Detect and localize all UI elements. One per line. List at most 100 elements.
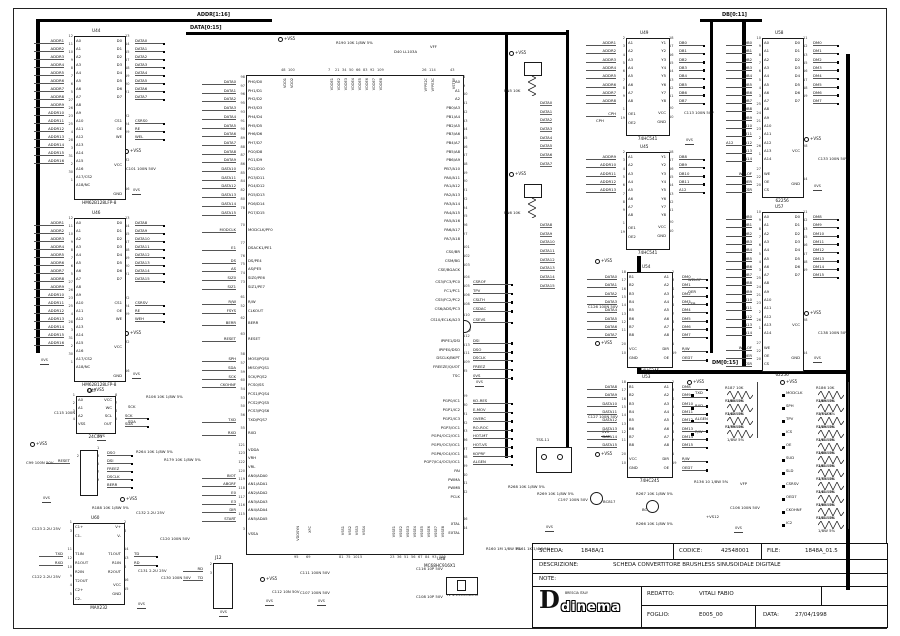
pin-signal-label: WELOF (726, 345, 752, 351)
pin-number: 14 (803, 176, 808, 181)
file-label: FILE: (767, 548, 781, 554)
pin-signal-label: A12 (726, 314, 752, 320)
pin-number: 95 (294, 555, 299, 559)
pin-number: 30 (68, 352, 73, 356)
pin-name: GND (629, 464, 638, 470)
pin-number: 16 (463, 144, 468, 149)
pin-name: PGP1/IC2 (442, 407, 460, 413)
pin-number: 1 (672, 342, 675, 347)
pin-name: PG3/D11 (248, 174, 265, 180)
pin-number: 25 (756, 276, 761, 281)
pin-name: Y1 (661, 154, 666, 159)
pin-signal-label: ADDR1 (34, 38, 64, 44)
pin-name: SIZ1/PE7 (248, 283, 265, 289)
ic-ref: J12 (215, 555, 222, 560)
pin-signal-label: ADDR2 (34, 228, 64, 234)
pin-signal-label: DM0 (813, 40, 839, 47)
component-label: C108 10P 50V (416, 594, 443, 599)
pin-name: CS (764, 361, 770, 367)
pin-name: A9 (76, 292, 82, 297)
pin-number: 17 (803, 77, 808, 82)
bus-line (640, 370, 846, 374)
pin-name: D0 (116, 220, 122, 225)
pin-signal-label: DB8 (679, 154, 705, 161)
data-label: DATA: (763, 612, 779, 618)
pin-number: 17 (463, 153, 468, 158)
pin-name: GND (113, 373, 122, 378)
pin-name: GND (112, 591, 121, 596)
pin-number: 52 (240, 304, 245, 309)
pin-signal-label: ADDR11 (34, 118, 64, 124)
pin-signal-label: DB5 (679, 82, 705, 89)
pin-signal-label: BERR (202, 320, 236, 326)
pin-name: A1 (454, 87, 460, 93)
pin-number: 2 (209, 562, 212, 566)
pin-number: 5 (70, 272, 73, 276)
pin-signal-label: TXD (202, 417, 236, 424)
pin-signal-label: ADDR6 (34, 78, 64, 84)
pin-name: PGP2/IC3 (442, 415, 460, 421)
pin-name: A6 (76, 86, 82, 91)
descrizione-label: DESCRIZIONE: (539, 562, 579, 568)
net-terminal-icon (782, 446, 785, 449)
pin-name: GND (113, 191, 122, 196)
pin-name: PG7/D15 (248, 209, 265, 215)
power-node-icon (804, 137, 809, 142)
pin-number: 112 (463, 333, 470, 338)
pin-signal-label: DM0 (682, 274, 708, 281)
component-label: SCK (128, 404, 136, 409)
pin-name: PA7/A18 (444, 235, 460, 241)
pin-number: 59 (240, 369, 245, 374)
logo-mark: D (539, 585, 560, 614)
pin-number: 104 (463, 275, 470, 280)
component-label: R188 10K 1/8W 5% (92, 505, 129, 510)
pin-signal-label: DM6 (813, 90, 839, 97)
pin-name: D7 (116, 276, 122, 281)
power-label: +VS5 (601, 451, 613, 456)
pin-name: A3 (76, 244, 82, 249)
pin-name: OE (116, 308, 122, 313)
descrizione-value: SCHEDA CONVERTITORE BRUSHLESS SINUSOIDAL… (613, 562, 781, 568)
pin-signal-label: ADDR12 (586, 179, 616, 185)
divider (761, 544, 762, 559)
pin-number: 17 (125, 58, 130, 62)
pin-name: PA6/A17 (444, 226, 460, 232)
pin-name: Y2 (661, 48, 666, 54)
pin-number: 7 (758, 60, 761, 65)
pin-number: 27 (68, 280, 73, 284)
pin-number: 3 (758, 268, 761, 273)
component-label: C99 100N 50V (26, 460, 54, 465)
net-label: ICS (786, 429, 793, 434)
ic-ref: U53 (642, 374, 651, 379)
power-node-icon (509, 51, 514, 56)
pin-number: 13 (125, 216, 130, 220)
component-label: C116 10P 50V (416, 566, 443, 571)
divider (533, 559, 887, 560)
pin-name: VSS (78, 421, 86, 426)
pin-number: 20 (125, 264, 130, 268)
pin-number: 50 (349, 68, 354, 72)
pin-name: B4 (629, 408, 635, 414)
pin-number: 26 (68, 106, 73, 110)
component-label: C132 2.2U 25V (136, 510, 165, 515)
pin-signal-label: DB10 (726, 123, 752, 129)
pin-number: 8 (124, 565, 127, 569)
pin-signal-label: SIZ1 (202, 284, 236, 290)
pin-number: 18 (125, 248, 130, 252)
bus-line (186, 32, 568, 35)
pin-name: GND (657, 118, 666, 124)
ic-box (74, 36, 126, 200)
ic-box (74, 218, 126, 382)
pin-name: A1 (628, 40, 634, 45)
net-terminal-icon (782, 498, 785, 501)
pin-name: A1 (663, 274, 669, 279)
pin-number: 7 (97, 470, 100, 474)
pin-number: 25 (756, 102, 761, 107)
pin-signal-label: BIOT (202, 473, 236, 479)
resistor-icon (818, 443, 844, 451)
pin-number: 17 (621, 278, 626, 283)
pin-name: OE (764, 352, 770, 358)
pin-number: 10 (67, 565, 72, 569)
power-node-icon (509, 172, 514, 177)
pin-name: CS6/ADS/PC3 (434, 305, 460, 311)
